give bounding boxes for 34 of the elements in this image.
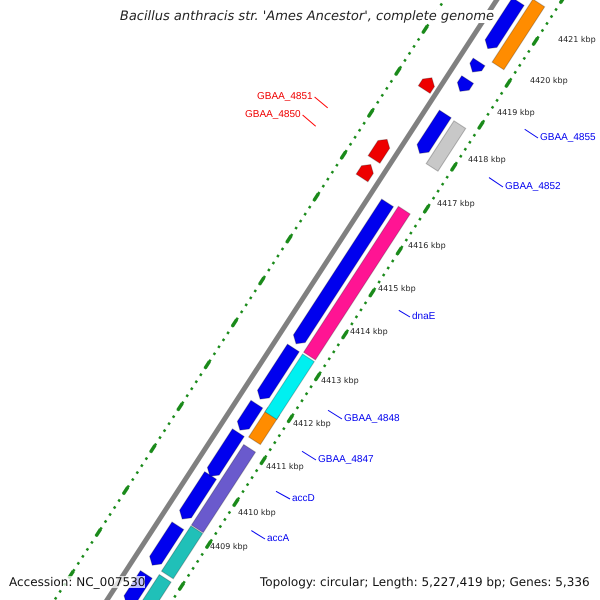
gene-label: GBAA_4850 [245,110,301,120]
gene-label: GBAA_4852 [505,182,561,192]
leader-line [314,96,328,108]
leader-line [328,410,342,420]
scale-label: 4420 kbp [530,77,568,85]
scale-label: 4417 kbp [437,200,475,208]
leader-line [398,310,410,318]
leader-line [276,490,290,500]
scale-label: 4419 kbp [497,109,535,117]
title: Bacillus anthracis str. 'Ames Ancestor', complete genome [120,10,494,23]
scale-label: 4415 kbp [378,285,416,293]
scale-label: 4409 kbp [210,543,248,551]
leader-line [302,114,316,127]
leader-line [488,177,504,188]
scale-label: 4413 kbp [321,377,359,385]
gene-label: GBAA_4848 [344,414,400,424]
scale-label: 4411 kbp [266,463,304,471]
leader-line [250,530,266,540]
scale-label: 4418 kbp [468,156,506,164]
gene-label: dnaE [412,312,436,322]
leader-line [524,128,538,138]
gene-label: accA [267,534,290,544]
scale-label: 4421 kbp [558,36,596,44]
genome-summary-text: Topology: circular; Length: 5,227,419 bp; Genes: 5,336 [260,576,590,588]
scale-label: 4416 kbp [408,242,446,250]
accession-text: Accession: NC_007530 [9,576,146,588]
gene-label: GBAA_4847 [318,455,374,465]
gene-label: GBAA_4855 [540,133,596,143]
scale-label: 4414 kbp [350,328,388,336]
gene-label: GBAA_4851 [257,92,313,102]
gene-label: accD [292,494,315,504]
scale-label: 4410 kbp [238,509,276,517]
leader-line [302,450,316,460]
scale-label: 4412 kbp [293,420,331,428]
